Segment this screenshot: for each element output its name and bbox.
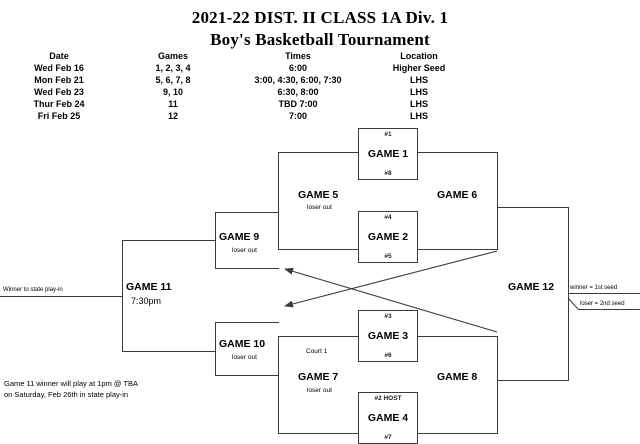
game-7-label[interactable]: GAME 7 <box>298 371 339 383</box>
game12-arm-top <box>497 207 569 208</box>
game5-arm-top <box>278 152 359 153</box>
game5-to-game9 <box>215 212 279 213</box>
leader-line-loser-seed <box>567 297 579 310</box>
game10-arm-top <box>215 322 279 323</box>
game-2-label: GAME 2 <box>367 231 409 243</box>
cell-date: Wed Feb 16 <box>34 63 84 73</box>
game-2-seed-bottom: #5 <box>384 253 392 260</box>
game5-arm-bottom <box>278 249 359 250</box>
game-1-box[interactable]: #1 GAME 1 #8 <box>358 128 418 180</box>
game-3-seed-top: #3 <box>384 313 392 320</box>
table-row: Mon Feb 21 5, 6, 7, 8 3:00, 4:30, 6:00, … <box>0 74 470 86</box>
cell-location: Higher Seed <box>392 63 446 73</box>
game9-to-game11 <box>122 240 216 241</box>
table-row: Thur Feb 24 11 TBD 7:00 LHS <box>0 98 470 110</box>
cell-location: LHS <box>410 99 428 109</box>
cell-times: 7:00 <box>288 111 307 121</box>
game9-arm-bottom <box>215 268 279 269</box>
game-11-time: 7:30pm <box>131 296 162 306</box>
cell-date: Fri Feb 25 <box>37 111 81 121</box>
cell-date: Mon Feb 21 <box>34 75 84 85</box>
cell-times: 3:00, 4:30, 6:00, 7:30 <box>254 75 342 85</box>
column-header-location: Location <box>400 51 438 61</box>
game-12-label[interactable]: GAME 12 <box>508 281 555 293</box>
game-1-label: GAME 1 <box>367 148 409 160</box>
game-11-label[interactable]: GAME 11 <box>126 281 172 293</box>
game-2-seed-top: #4 <box>384 214 392 221</box>
game-4-label: GAME 4 <box>367 412 409 424</box>
game-3-box[interactable]: #3 GAME 3 #6 <box>358 310 418 362</box>
game11-output <box>0 296 123 297</box>
cell-location: LHS <box>410 87 428 97</box>
game7-spine <box>278 336 279 433</box>
game-2-box[interactable]: #4 GAME 2 #5 <box>358 211 418 263</box>
page-title-line2: Boy's Basketball Tournament <box>210 30 430 49</box>
game8-arm-top <box>418 336 498 337</box>
page-title-line1: 2021-22 DIST. II CLASS 1A Div. 1 <box>191 8 449 27</box>
table-row: Fri Feb 25 12 7:00 LHS <box>0 110 470 122</box>
game-1-seed-bottom: #8 <box>384 170 392 177</box>
cell-games: 11 <box>168 99 178 109</box>
game7-arm-bottom <box>278 433 359 434</box>
game-5-label[interactable]: GAME 5 <box>298 189 339 201</box>
game-8-label[interactable]: GAME 8 <box>437 371 478 383</box>
footnote-line2: on Saturday, Feb 26th in state play-in <box>4 390 129 399</box>
cell-times: TBD 7:00 <box>278 99 318 109</box>
game6-spine <box>497 152 498 249</box>
winner-to-state-playin-label: Winner to state play-in <box>3 287 63 293</box>
game10-to-game11 <box>122 351 216 352</box>
game-1-seed-top: #1 <box>384 131 392 138</box>
game8-spine <box>497 336 498 433</box>
game-3-label: GAME 3 <box>367 330 409 342</box>
game-4-seed-bottom: #7 <box>384 434 392 441</box>
schedule-header-row: Date Games Times Location <box>0 50 470 62</box>
cell-times: 6:00 <box>288 63 307 73</box>
game-4-box[interactable]: #2 HOST GAME 4 #7 <box>358 392 418 444</box>
game-9-note: loser out <box>232 247 257 254</box>
game-7-note: loser out <box>307 387 332 394</box>
game-10-note: loser out <box>232 354 257 361</box>
game6-arm-top <box>418 152 498 153</box>
game10-spine <box>215 322 216 376</box>
footnote-line1: Game 11 winner will play at 1pm @ TBA <box>4 379 139 388</box>
game-6-label[interactable]: GAME 6 <box>437 189 478 201</box>
cell-date: Thur Feb 24 <box>33 99 85 109</box>
game12-loser-line <box>578 309 640 310</box>
game12-arm-bottom <box>497 380 569 381</box>
table-row: Wed Feb 16 1, 2, 3, 4 6:00 Higher Seed <box>0 62 470 74</box>
column-header-times: Times <box>285 51 311 61</box>
column-header-games: Games <box>157 51 189 61</box>
cell-date: Wed Feb 23 <box>34 87 84 97</box>
game5-spine <box>278 152 279 249</box>
game-10-label[interactable]: GAME 10 <box>219 338 266 350</box>
game12-spine <box>568 207 569 381</box>
table-row: Wed Feb 23 9, 10 6:30, 8:00 LHS <box>0 86 470 98</box>
loser-second-seed-label: loser = 2nd seed <box>580 301 625 307</box>
game-4-seed-top: #2 HOST <box>374 395 402 402</box>
game7-to-game10 <box>215 375 279 376</box>
game-7-court: Court 1 <box>306 348 328 355</box>
cell-games: 12 <box>167 111 178 121</box>
cell-location: LHS <box>410 111 428 121</box>
cell-times: 6:30, 8:00 <box>277 87 319 97</box>
game8-arm-bottom <box>418 433 498 434</box>
game-5-note: loser out <box>307 204 332 211</box>
cell-location: LHS <box>410 75 428 85</box>
game-3-seed-bottom: #6 <box>384 352 392 359</box>
cell-games: 5, 6, 7, 8 <box>155 75 191 85</box>
game6-arm-bottom <box>418 249 498 250</box>
column-header-date: Date <box>49 51 69 61</box>
game-9-label[interactable]: GAME 9 <box>219 231 260 243</box>
winner-first-seed-label: winner = 1st seed <box>570 285 618 291</box>
game7-arm-top <box>278 336 359 337</box>
cell-games: 9, 10 <box>162 87 184 97</box>
cell-games: 1, 2, 3, 4 <box>155 63 191 73</box>
game12-winner-line <box>568 293 640 294</box>
schedule-table: Date Games Times Location Wed Feb 16 1, … <box>0 50 470 122</box>
